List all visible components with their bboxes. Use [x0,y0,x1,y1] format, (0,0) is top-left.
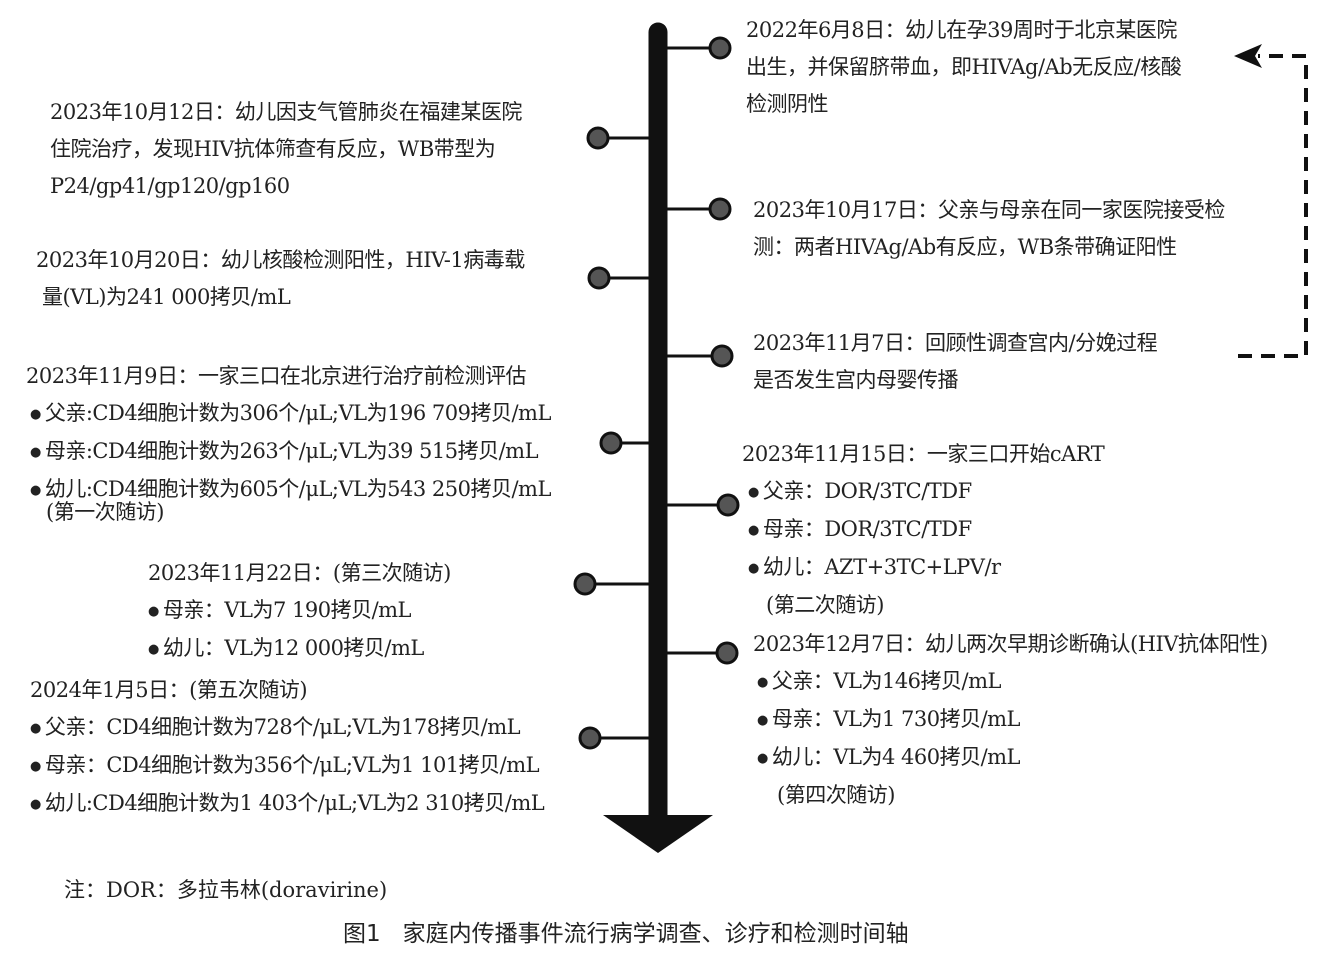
event-bullet: 母亲:CD4细胞计数为263个/μL;VL为39 515拷贝/mL [30,433,551,471]
event-text: 2023年10月17日：父亲与母亲在同一家医院接受检 [753,198,1225,222]
node-left-2 [587,266,611,290]
event-text: 是否发生宫内母婴传播 [753,368,959,392]
event-note: (第四次随访) [777,783,895,807]
figure-label: 图1 [343,921,381,947]
event-bullet: 幼儿:CD4细胞计数为1 403个/μL;VL为2 310拷贝/mL [30,785,545,823]
figure-title: 家庭内传播事件流行病学调查、诊疗和检测时间轴 [402,921,909,947]
node-left-4 [573,572,597,596]
event-title: 2024年1月5日：(第五次随访) [30,678,308,702]
event-text: 测：两者HIVAg/Ab有反应，WB条带确证阳性 [753,235,1177,259]
event-text: 出生，并保留脐带血，即HIVAg/Ab无反应/核酸 [746,55,1182,79]
event-bullet: 父亲：DOR/3TC/TDF [748,473,1104,511]
event-title: 2023年11月9日：一家三口在北京进行治疗前检测评估 [26,364,527,388]
event-2023-10-20: 2023年10月20日：幼儿核酸检测阳性，HIV-1病毒载 量(VL)为241 … [36,242,525,316]
event-bullet: 母亲：DOR/3TC/TDF [748,511,1104,549]
event-title: 2023年11月22日：(第三次随访) [148,561,451,585]
event-bullet: 父亲:CD4细胞计数为306个/μL;VL为196 709拷贝/mL [30,395,552,433]
node-left-5 [578,726,602,750]
event-bullet: 母亲：VL为1 730拷贝/mL [757,701,1268,739]
event-text: 2023年10月12日：幼儿因支气管肺炎在福建某医院 [50,100,522,124]
event-bullet: 父亲：CD4细胞计数为728个/μL;VL为178拷贝/mL [30,709,544,747]
event-2023-12-07: 2023年12月7日：幼儿两次早期诊断确认(HIV抗体阳性) 父亲：VL为146… [753,626,1268,814]
node-right-1 [708,36,732,60]
event-title: 2023年12月7日：幼儿两次早期诊断确认(HIV抗体阳性) [753,632,1268,656]
event-note: (第一次随访) [46,500,164,524]
event-2024-01-05: 2024年1月5日：(第五次随访) 父亲：CD4细胞计数为728个/μL;VL为… [30,672,545,823]
event-text: P24/gp41/gp120/gp160 [50,174,290,198]
event-2023-11-09: 2023年11月9日：一家三口在北京进行治疗前检测评估 父亲:CD4细胞计数为3… [26,358,551,525]
node-left-3 [599,431,623,455]
node-right-2 [708,197,732,221]
event-2023-11-22: 2023年11月22日：(第三次随访) 母亲：VL为7 190拷贝/mL 幼儿：… [148,555,451,668]
timeline-arrowhead [603,815,713,853]
figure-caption: 图1 家庭内传播事件流行病学调查、诊疗和检测时间轴 [343,914,931,948]
event-bullet: 母亲：VL为7 190拷贝/mL [148,592,451,630]
event-2023-11-07: 2023年11月7日：回顾性调查宫内/分娩过程 是否发生宫内母婴传播 [753,325,1158,399]
event-text: 2022年6月8日：幼儿在孕39周时于北京某医院 [746,18,1177,42]
event-text: 量(VL)为241 000拷贝/mL [42,285,291,309]
event-title: 2023年11月15日：一家三口开始cART [742,442,1105,466]
event-bullet: 幼儿：VL为12 000拷贝/mL [148,630,451,668]
event-2022-06-08: 2022年6月8日：幼儿在孕39周时于北京某医院 出生，并保留脐带血，即HIVA… [746,12,1182,123]
retrospective-dashed-arrow [1238,54,1308,358]
node-left-1 [586,126,610,150]
event-2023-10-17: 2023年10月17日：父亲与母亲在同一家医院接受检 测：两者HIVAg/Ab有… [753,192,1225,266]
event-2023-10-12: 2023年10月12日：幼儿因支气管肺炎在福建某医院 住院治疗，发现HIV抗体筛… [50,94,522,205]
event-text: 住院治疗，发现HIV抗体筛查有反应，WB带型为 [50,137,496,161]
arrowhead-icon [1234,44,1262,68]
event-2023-11-15: 2023年11月15日：一家三口开始cART 父亲：DOR/3TC/TDF 母亲… [742,436,1105,624]
event-text: 检测阴性 [746,92,829,116]
footnote: 注：DOR：多拉韦林(doravirine) [64,878,388,902]
event-bullet: 父亲：VL为146拷贝/mL [757,663,1268,701]
event-bullet: 母亲：CD4细胞计数为356个/μL;VL为1 101拷贝/mL [30,747,544,785]
node-right-5 [715,641,739,665]
event-bullet: 幼儿：AZT+3TC+LPV/r [748,549,1104,587]
event-bullet: 幼儿：VL为4 460拷贝/mL [757,739,1268,777]
node-right-3 [710,344,734,368]
node-right-4 [716,493,740,517]
event-note: (第二次随访) [766,593,884,617]
event-bullet: 幼儿:CD4细胞计数为605个/μL;VL为543 250拷贝/mL [30,471,552,509]
event-text: 2023年11月7日：回顾性调查宫内/分娩过程 [753,331,1158,355]
event-text: 2023年10月20日：幼儿核酸检测阳性，HIV-1病毒载 [36,248,525,272]
